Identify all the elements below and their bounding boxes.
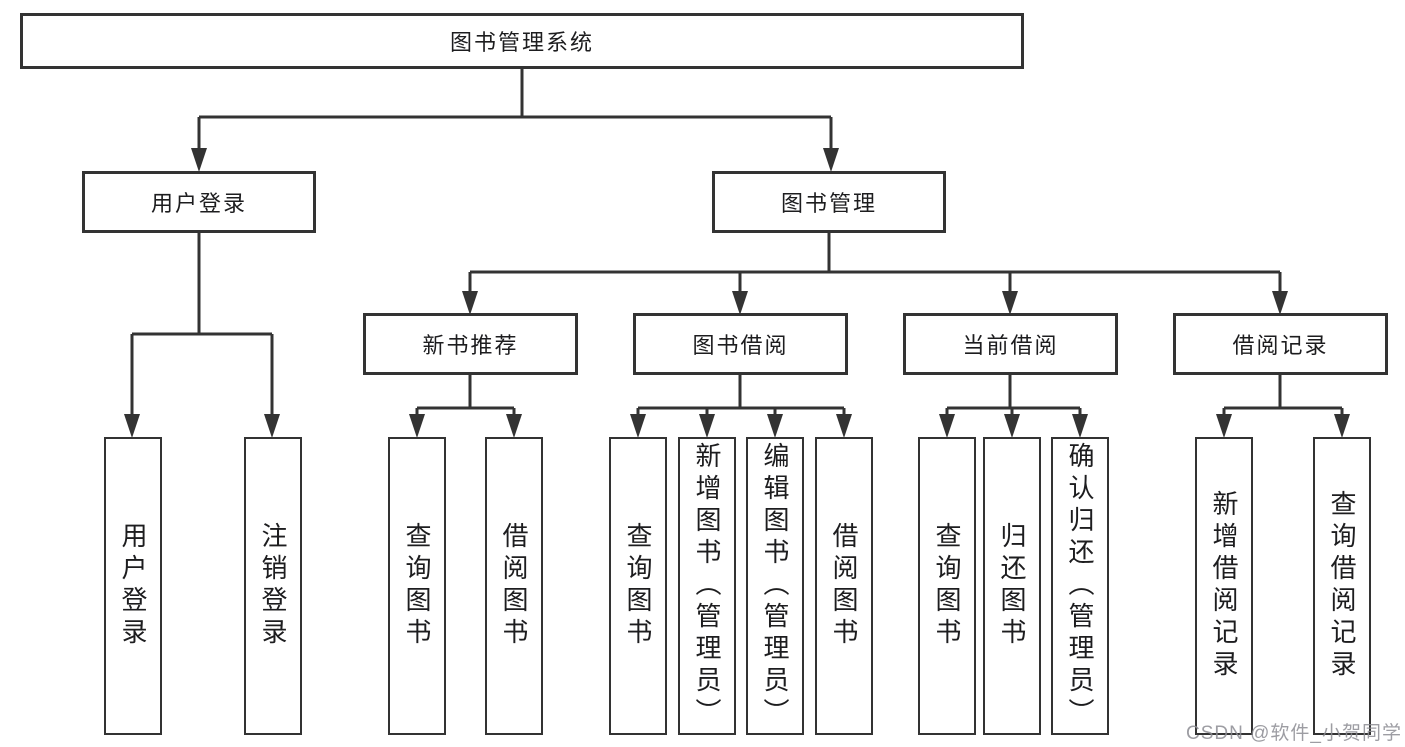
node-label: 新增图书（管理员） [692, 442, 722, 730]
leaf-query-books-borrow: 查询图书 [609, 437, 667, 735]
leaf-logout: 注销登录 [244, 437, 302, 735]
node-label: 确认归还（管理员） [1065, 442, 1095, 730]
arrowhead-icon [409, 414, 425, 438]
leaf-query-borrow-record: 查询借阅记录 [1313, 437, 1371, 735]
node-label: 注销登录 [258, 522, 288, 650]
node-label: 图书管理 [780, 191, 877, 216]
node-label: 当前借阅 [962, 333, 1059, 358]
node-label: 用户登录 [150, 191, 247, 216]
leaf-query-books-current: 查询图书 [918, 437, 976, 735]
arrowhead-icon [630, 414, 646, 438]
arrowhead-icon [264, 414, 280, 438]
node-borrowing-records: 借阅记录 [1173, 313, 1388, 375]
node-label: 借阅图书 [829, 522, 859, 650]
arrowhead-icon [506, 414, 522, 438]
arrowhead-icon [1216, 414, 1232, 438]
leaf-add-borrow-record: 新增借阅记录 [1195, 437, 1253, 735]
leaf-confirm-return-admin: 确认归还（管理员） [1051, 437, 1109, 735]
arrowhead-icon [462, 291, 478, 315]
arrowhead-icon [939, 414, 955, 438]
node-label: 用户登录 [118, 522, 148, 650]
arrowhead-icon [699, 414, 715, 438]
leaf-borrow-books: 借阅图书 [815, 437, 873, 735]
node-label: 借阅图书 [499, 522, 529, 650]
node-label: 查询图书 [623, 522, 653, 650]
arrowhead-icon [1002, 291, 1018, 315]
node-label: 编辑图书（管理员） [760, 442, 790, 730]
node-label: 归还图书 [997, 522, 1027, 650]
leaf-edit-book-admin: 编辑图书（管理员） [746, 437, 804, 735]
node-label: 查询图书 [402, 522, 432, 650]
leaf-user-login: 用户登录 [104, 437, 162, 735]
node-book-borrowing: 图书借阅 [633, 313, 848, 375]
node-label: 查询图书 [932, 522, 962, 650]
node-label: 新书推荐 [422, 333, 519, 358]
arrowhead-icon [767, 414, 783, 438]
arrowhead-icon [1272, 291, 1288, 315]
leaf-borrow-books-recommend: 借阅图书 [485, 437, 543, 735]
node-new-book-recommendation: 新书推荐 [363, 313, 578, 375]
node-book-management: 图书管理 [712, 171, 946, 233]
arrowhead-icon [1004, 414, 1020, 438]
node-label: 图书管理系统 [449, 30, 594, 55]
connector-path [130, 69, 1344, 417]
node-current-borrowing: 当前借阅 [903, 313, 1118, 375]
node-user-login: 用户登录 [82, 171, 316, 233]
node-label: 查询借阅记录 [1327, 490, 1357, 682]
leaf-add-book-admin: 新增图书（管理员） [678, 437, 736, 735]
arrowhead-icon [836, 414, 852, 438]
arrowhead-icon [124, 414, 140, 438]
arrowhead-icon [1072, 414, 1088, 438]
leaf-query-books-recommend: 查询图书 [388, 437, 446, 735]
node-label: 图书借阅 [692, 333, 789, 358]
node-label: 借阅记录 [1232, 333, 1329, 358]
arrowhead-icon [191, 148, 207, 172]
arrowhead-icon [1334, 414, 1350, 438]
node-library-management-system: 图书管理系统 [20, 13, 1024, 69]
leaf-return-book: 归还图书 [983, 437, 1041, 735]
arrowhead-icon [732, 291, 748, 315]
arrowhead-icon [823, 148, 839, 172]
csdn-watermark: CSDN @软件_小贺同学 [1186, 723, 1402, 744]
node-label: 新增借阅记录 [1209, 490, 1239, 682]
